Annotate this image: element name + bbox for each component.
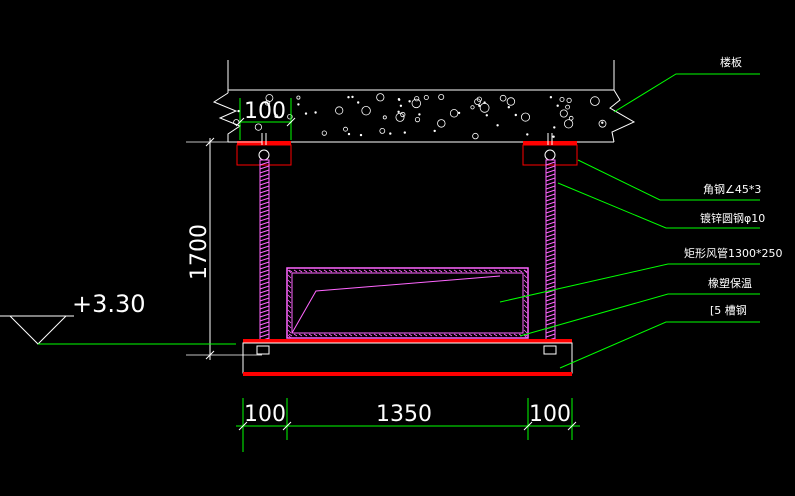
concrete-slab [212, 60, 636, 143]
elevation-marker: +3.30 [0, 290, 236, 345]
label-threaded-rod: 镀锌圆钢φ10 [700, 211, 765, 225]
label-channel: [5 槽钢 [710, 304, 747, 317]
label-angle-steel: 角钢∠45*3 [703, 183, 761, 196]
dim-vertical-value: 1700 [187, 224, 212, 280]
angle-steel-right [522, 133, 578, 166]
dimension-vertical: 1700 [186, 137, 262, 360]
elevation-value: +3.30 [72, 290, 146, 318]
dim-bottom-left: 100 [244, 402, 286, 427]
label-duct: 矩形风管1300*250 [684, 246, 783, 260]
channel-steel [242, 339, 573, 376]
annotation-labels: 楼板 角钢∠45*3 镀锌圆钢φ10 矩形风管1300*250 橡塑保温 [5 … [684, 55, 783, 317]
rectangular-duct [286, 267, 529, 339]
dimension-bottom: 100 1350 100 [236, 398, 580, 452]
threaded-rod-left [259, 159, 270, 342]
dimension-top-left: 100 [235, 98, 296, 140]
dim-bottom-right: 100 [529, 402, 571, 427]
leader-lines [499, 73, 760, 369]
dim-bottom-middle: 1350 [376, 402, 432, 427]
label-slab: 楼板 [720, 55, 742, 69]
threaded-rod-right [545, 159, 556, 342]
dim-top-left-value: 100 [244, 99, 286, 124]
label-insulation: 橡塑保温 [708, 276, 752, 290]
